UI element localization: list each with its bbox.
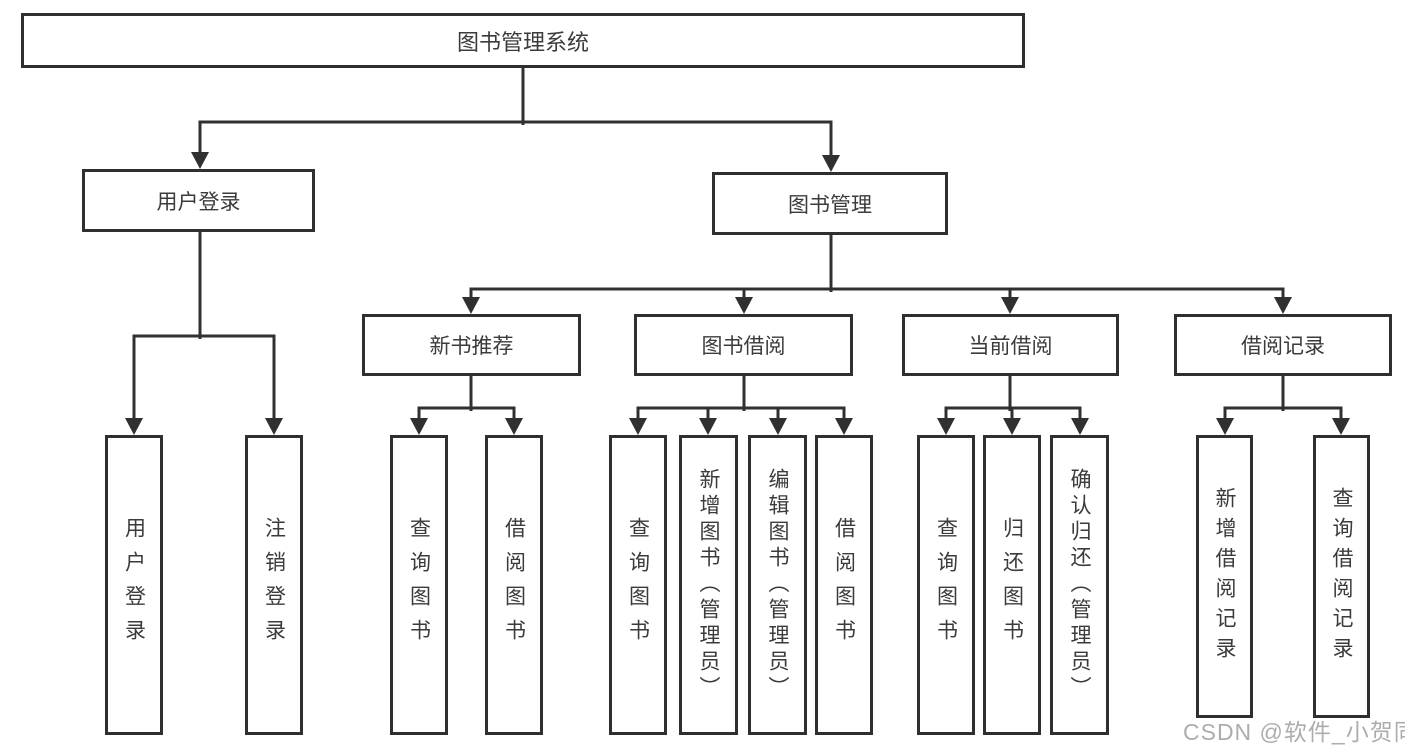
node-label: 图书借阅: [701, 335, 786, 358]
node-label: 图书管理系统: [456, 29, 589, 55]
node-library-management-system: 图书管理系统: [21, 13, 1025, 68]
node-label: 查询图书: [407, 517, 431, 653]
node-query-books-borrowing: 查询图书: [609, 435, 667, 735]
connector-borrowing-records: [1216, 374, 1350, 435]
arrowhead: [735, 297, 753, 314]
node-label: 查询借阅记录: [1330, 486, 1353, 667]
node-label: 注销登录: [262, 517, 286, 653]
arrowhead: [1216, 418, 1234, 435]
arrowhead: [699, 418, 717, 435]
connector-book-management: [462, 233, 1292, 314]
node-confirm-return-admin: 确认归还（管理员）: [1050, 435, 1109, 735]
node-query-books-recommend: 查询图书: [390, 435, 448, 735]
node-label: 借阅记录: [1241, 335, 1325, 358]
arrowhead: [1332, 418, 1350, 435]
arrowhead: [191, 152, 209, 169]
node-label: 借阅图书: [832, 517, 856, 653]
node-user-login-branch: 用户登录: [82, 169, 315, 232]
node-borrowing-records: 借阅记录: [1174, 314, 1392, 376]
node-label: 确认归还（管理员）: [1068, 468, 1091, 702]
node-label: 新增借阅记录: [1213, 486, 1236, 667]
node-label: 编辑图书（管理员）: [766, 468, 789, 702]
node-book-management: 图书管理: [712, 172, 948, 235]
node-label: 新增图书（管理员）: [697, 468, 720, 702]
arrowhead: [265, 418, 283, 435]
node-query-borrow-record: 查询借阅记录: [1313, 435, 1370, 718]
node-logout: 注销登录: [245, 435, 303, 735]
arrowhead: [462, 297, 480, 314]
node-query-books-current: 查询图书: [917, 435, 975, 735]
node-edit-book-admin: 编辑图书（管理员）: [748, 435, 807, 735]
node-label: 归还图书: [1000, 517, 1024, 653]
arrowhead: [769, 418, 787, 435]
connector-new-book-recommend: [410, 374, 523, 435]
connector-current-borrowing: [937, 374, 1089, 435]
node-label: 用户登录: [122, 517, 146, 653]
node-new-book-recommend: 新书推荐: [362, 314, 581, 376]
connector-root: [191, 66, 840, 172]
arrowhead: [937, 418, 955, 435]
node-label: 图书管理: [788, 193, 872, 217]
arrowhead: [505, 418, 523, 435]
watermark: CSDN @软件_小贺同学: [1183, 719, 1405, 745]
arrowhead: [1003, 418, 1021, 435]
arrowhead: [822, 155, 840, 172]
arrowhead: [410, 418, 428, 435]
node-label: 当前借阅: [968, 335, 1053, 358]
connector-user-login-branch: [125, 230, 283, 435]
node-add-borrow-record: 新增借阅记录: [1196, 435, 1253, 718]
node-user-login: 用户登录: [105, 435, 163, 735]
arrowhead: [1274, 297, 1292, 314]
arrowhead: [629, 418, 647, 435]
node-label: 查询图书: [626, 517, 650, 653]
node-label: 用户登录: [156, 190, 241, 214]
arrowhead: [835, 418, 853, 435]
node-borrow-books-borrowing: 借阅图书: [815, 435, 873, 735]
node-label: 借阅图书: [502, 517, 526, 653]
node-borrow-books-recommend: 借阅图书: [485, 435, 543, 735]
node-label: 新书推荐: [429, 335, 514, 358]
connector-book-borrowing: [629, 374, 853, 435]
node-return-books: 归还图书: [983, 435, 1041, 735]
node-add-book-admin: 新增图书（管理员）: [679, 435, 738, 735]
arrowhead: [1071, 418, 1089, 435]
node-current-borrowing: 当前借阅: [902, 314, 1119, 376]
arrowhead: [125, 418, 143, 435]
arrowhead: [1001, 297, 1019, 314]
node-book-borrowing: 图书借阅: [634, 314, 853, 376]
node-label: 查询图书: [934, 517, 958, 653]
